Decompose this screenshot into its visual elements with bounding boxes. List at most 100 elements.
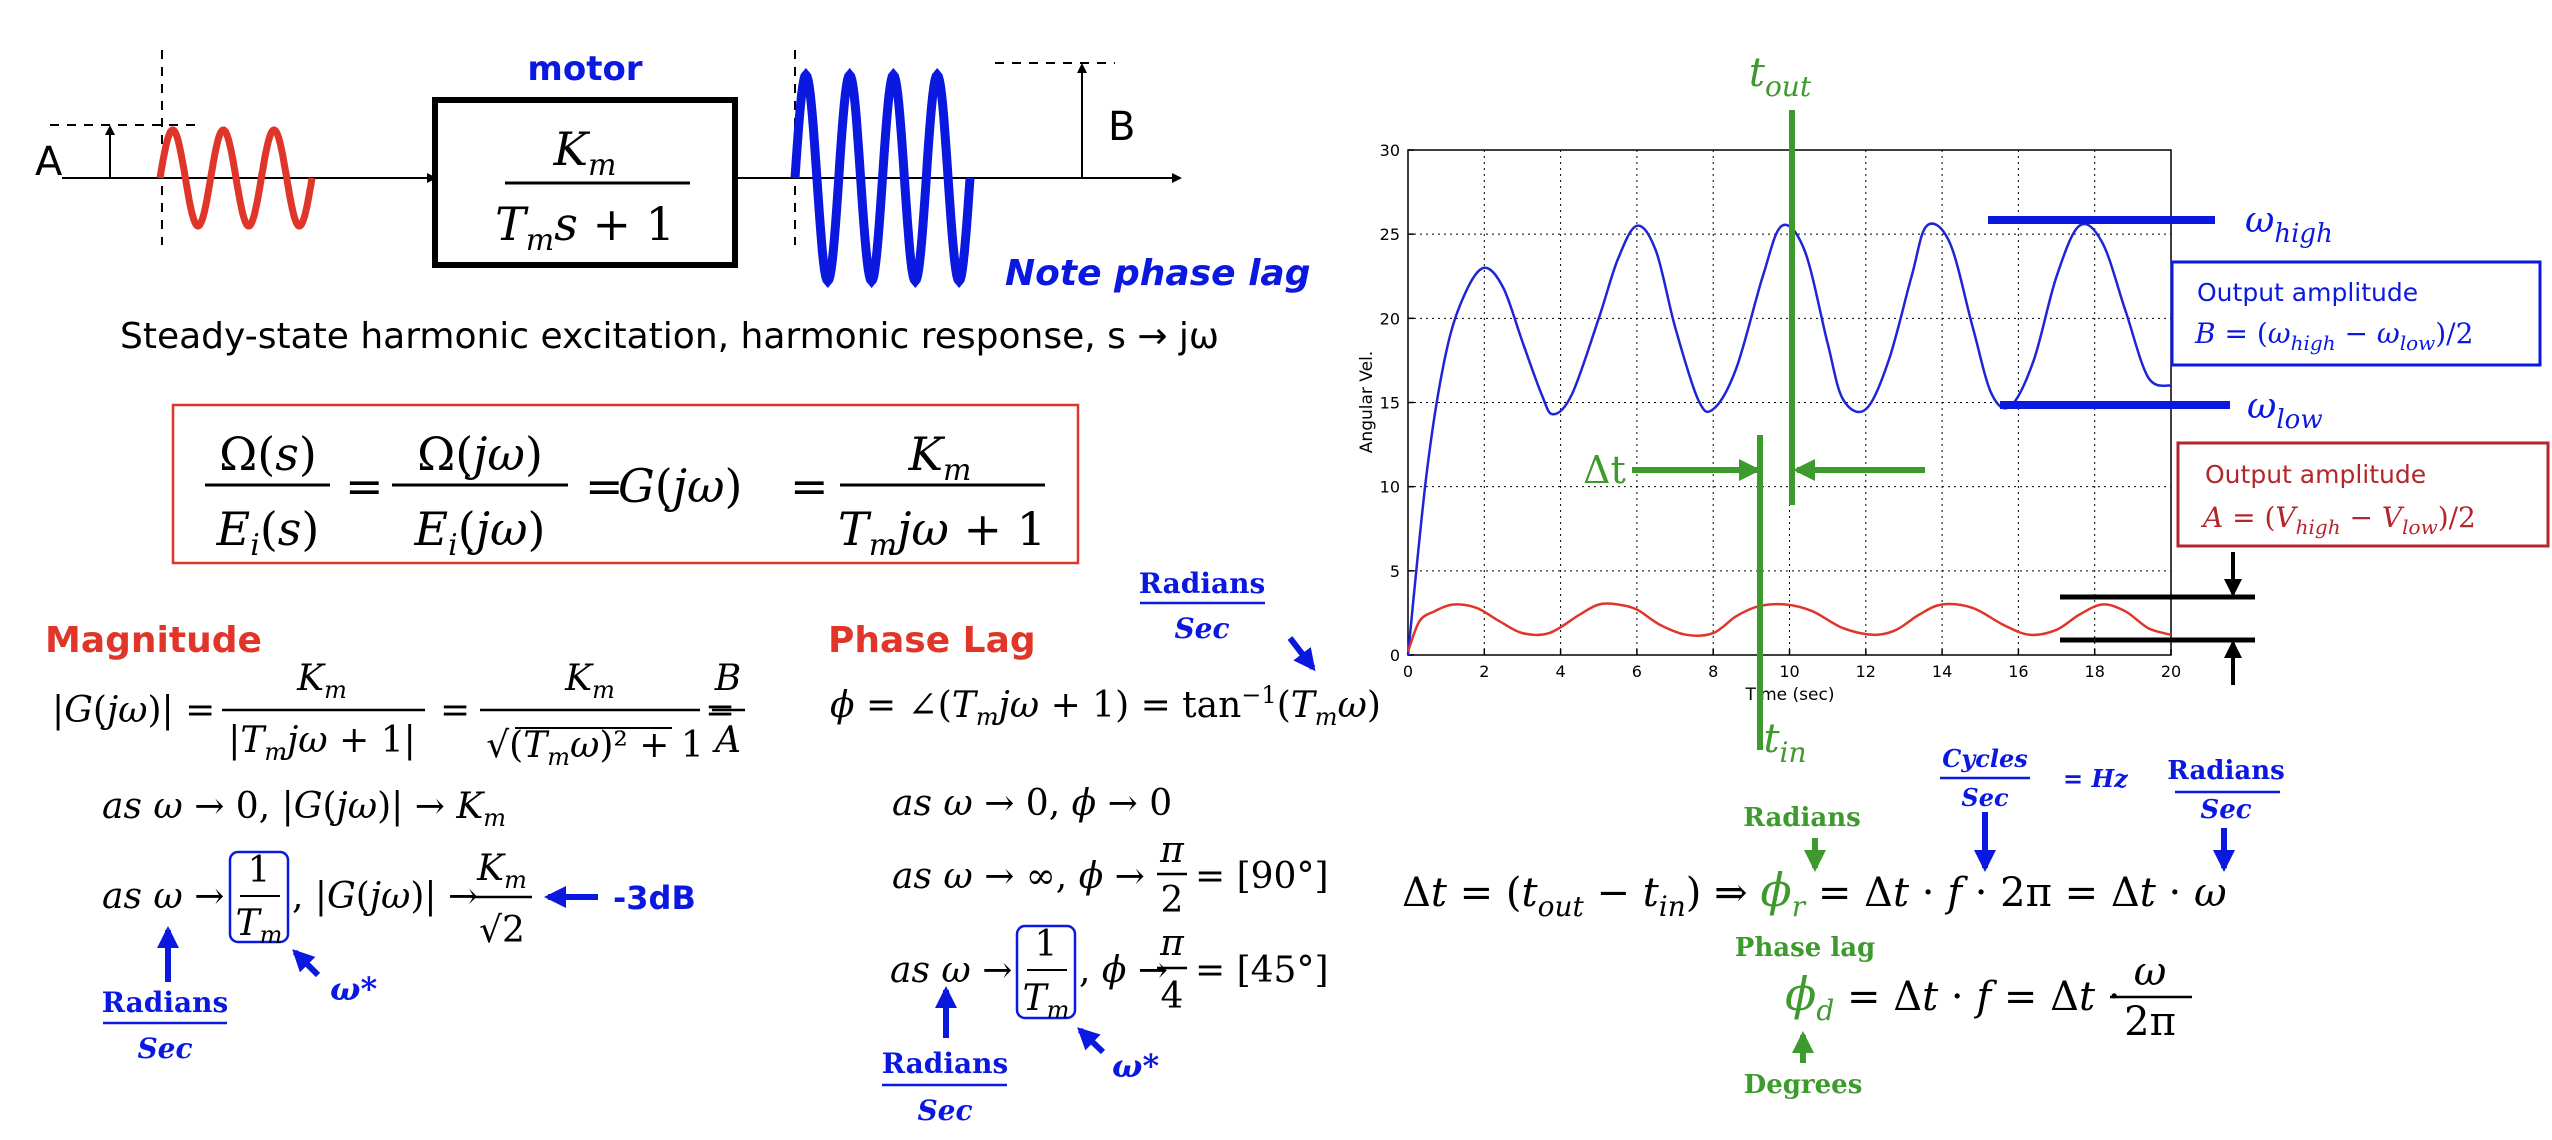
magnitude-limit-corner: as ω → 1 Tm , |G(jω)| → Km √2: [102, 848, 532, 951]
omega-high-label: ωhigh: [2245, 200, 2333, 249]
svg-text:1: 1: [1035, 924, 1058, 965]
svg-text:B: B: [714, 658, 741, 699]
tf-g-jw: G(jω): [618, 459, 742, 513]
x-tick-label: 4: [1556, 662, 1566, 681]
x-tick-label: 18: [2085, 662, 2105, 681]
radians-label: Radians: [1743, 803, 1861, 833]
x-tick-label: 0: [1403, 662, 1413, 681]
t-out-label: tout: [1749, 50, 1812, 103]
y-tick-label: 25: [1380, 225, 1400, 244]
svg-text:=: =: [440, 690, 470, 731]
svg-text:4: 4: [1161, 976, 1184, 1017]
svg-text:1: 1: [248, 850, 271, 891]
x-tick-label: 16: [2008, 662, 2028, 681]
y-tick-label: 30: [1380, 141, 1400, 160]
cycles-num: Cycles: [1942, 744, 2028, 773]
tf-numerator-s: Ω(s): [219, 427, 317, 481]
svg-text:as ω →: as ω →: [890, 950, 1012, 991]
corner-frequency-bracket: [228, 850, 290, 944]
transfer-function-box: Ω(s) Ei(s) = Ω(jω) Ei(jω) = G(jω) = Km T…: [171, 403, 1080, 565]
y-tick-label: 0: [1390, 646, 1400, 665]
svg-text:Km: Km: [296, 658, 347, 704]
phase-top-units-arrow: [1287, 636, 1316, 672]
svg-text:= [90°]: = [90°]: [1195, 856, 1329, 897]
block-diagram: A motor Km Tms + 1 B Note phase lag Stea…: [35, 49, 1311, 357]
omega-star-phase: ω*: [1112, 1047, 1159, 1085]
x-tick-label: 2: [1479, 662, 1489, 681]
phase-lag-label: Phase lag: [1735, 933, 1875, 963]
svg-text:, ϕ →: , ϕ →: [1079, 950, 1168, 991]
phase-equation: ϕ = ∠(Tmjω + 1) = tan−1(Tmω): [830, 681, 1381, 731]
output-response-line: [1406, 222, 2172, 656]
x-tick-label: 12: [1856, 662, 1876, 681]
tf-equals-3: =: [790, 459, 829, 513]
omega-low-label: ωlow: [2247, 386, 2323, 435]
phase-title: Phase Lag: [828, 620, 1036, 661]
x-axis-label: Time (sec): [1745, 685, 1835, 705]
motor-label: motor: [527, 49, 642, 89]
x-tick-label: 6: [1632, 662, 1642, 681]
svg-text:2: 2: [1161, 880, 1184, 921]
svg-text:as ω →: as ω →: [102, 876, 224, 917]
output-amplitude-label: B: [1108, 104, 1135, 150]
cycles-den: Sec: [1961, 783, 2009, 812]
magnitude-limit-zero: as ω → 0, |G(jω)| → Km: [102, 786, 506, 832]
block-denominator: Tms + 1: [495, 197, 675, 258]
phase-units-num: Radians: [882, 1047, 1009, 1080]
block-numerator: Km: [553, 122, 617, 183]
omega-star-arrow-mag: [292, 949, 321, 978]
hz-label: = Hz: [2063, 764, 2129, 793]
phase-deg-equation: ϕd = Δt · f = Δt ·: [1785, 967, 2121, 1027]
x-tick-label: 10: [1779, 662, 1799, 681]
input-amplitude-box: [2176, 441, 2550, 548]
omega-star-mag: ω*: [330, 970, 377, 1008]
output-sine-wave: [790, 68, 975, 288]
svg-text:|Tmjω + 1|: |Tmjω + 1|: [228, 720, 416, 766]
t-in-label: tin: [1763, 716, 1806, 769]
db-label: -3dB: [613, 879, 696, 917]
rad-num: Radians: [2167, 756, 2285, 786]
svg-text:|G(jω)| =: |G(jω)| =: [52, 690, 215, 731]
svg-text:Tm: Tm: [1023, 978, 1070, 1024]
svg-text:√(Tmω)² + 1: √(Tmω)² + 1: [486, 725, 704, 771]
magnitude-equation: |G(jω)| = Km |Tmjω + 1| = Km √(Tmω)² + 1…: [52, 658, 745, 771]
svg-text:, |G(jω)| →: , |G(jω)| →: [292, 876, 478, 917]
input-sine-wave: [156, 126, 316, 230]
svg-text:as ω → ∞, ϕ →: as ω → ∞, ϕ →: [892, 856, 1145, 897]
x-tick-label: 20: [2161, 662, 2181, 681]
phase-section: Radians Sec Phase Lag ϕ = ∠(Tmjω + 1) = …: [828, 567, 1381, 1127]
tf-numerator-km: Km: [908, 427, 972, 488]
svg-text:Tm: Tm: [236, 903, 283, 949]
tf-denominator-jw: Ei(jω): [414, 502, 546, 563]
phase-rad-equation: Δt = (tout − tin) ⇒ ϕr = Δt · f · 2π = Δ…: [1402, 863, 2227, 923]
degrees-label: Degrees: [1744, 1070, 1863, 1100]
plot-annotations: tout tin Δt ωhigh ωlow Output amplitude …: [1583, 50, 2550, 769]
svg-text:π: π: [1159, 830, 1185, 871]
motor-block: [432, 97, 738, 268]
rad-den: Sec: [2200, 795, 2251, 825]
phase-top-units-num: Radians: [1139, 567, 1266, 600]
svg-text:Km: Km: [564, 658, 615, 704]
phase-limit-zero: as ω → 0, ϕ → 0: [892, 783, 1172, 824]
tf-denominator-s: Ei(s): [216, 502, 320, 563]
phase-units-den: Sec: [917, 1094, 972, 1127]
y-tick-label: 5: [1390, 562, 1400, 581]
phase-deg-omega: ω: [2134, 949, 2167, 995]
output-amplitude-eq: B = (ωhigh − ωlow)/2: [2194, 317, 2473, 355]
phase-corner-bracket: [1015, 924, 1077, 1020]
tf-equals-2: =: [585, 459, 624, 513]
x-tick-label: 8: [1708, 662, 1718, 681]
y-tick-label: 15: [1380, 394, 1400, 413]
svg-text:π: π: [1159, 923, 1185, 964]
x-tick-label: 14: [1932, 662, 1952, 681]
magnitude-section: Magnitude |G(jω)| = Km |Tmjω + 1| = Km √…: [45, 620, 745, 1065]
magnitude-title: Magnitude: [45, 620, 262, 661]
phase-calculation: Radians Cycles Sec = Hz Radians Sec Δt =…: [1402, 744, 2285, 1100]
svg-text:Km: Km: [476, 848, 527, 894]
y-tick-label: 20: [1380, 309, 1400, 328]
tf-numerator-jw: Ω(jω): [417, 427, 543, 481]
input-amplitude-label: A: [35, 139, 63, 185]
omega-star-arrow-phase: [1077, 1027, 1106, 1055]
